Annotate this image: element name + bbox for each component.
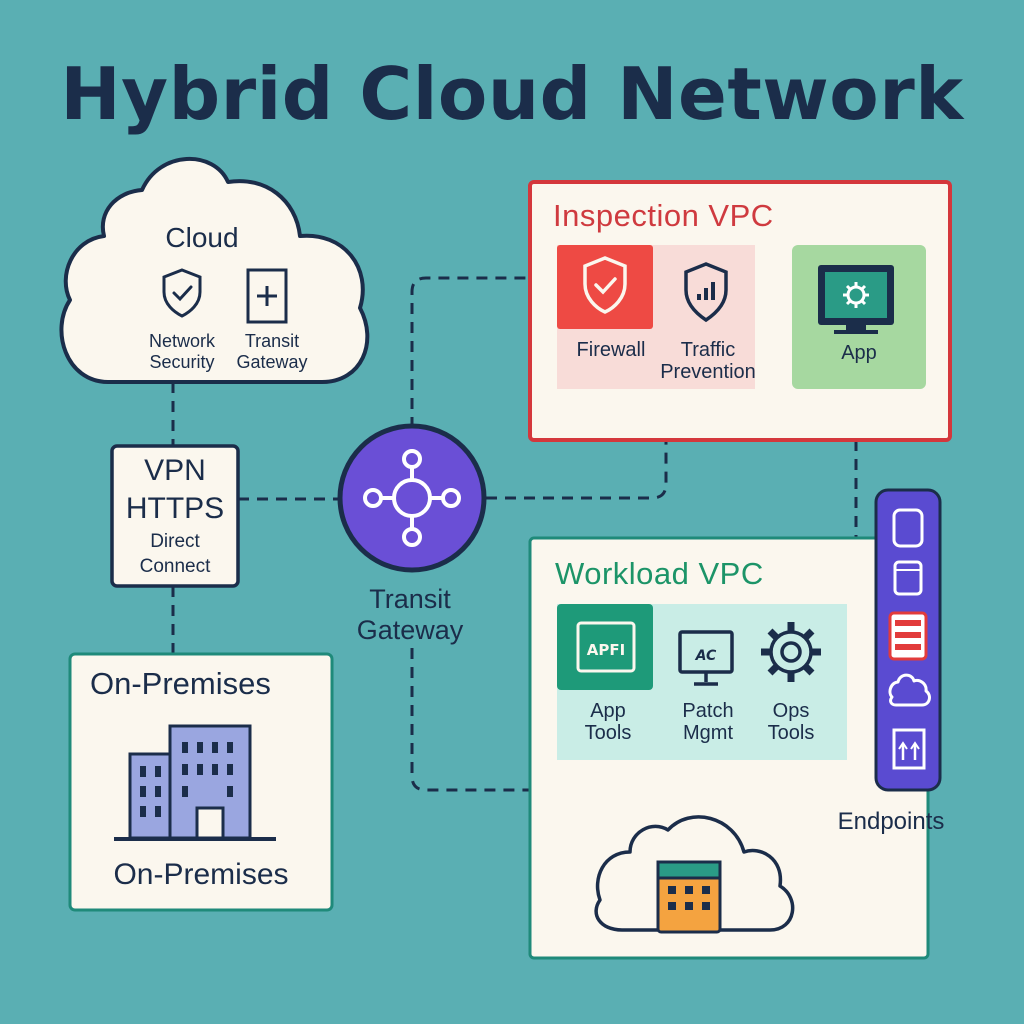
connection-box <box>110 444 240 588</box>
cloud-icon <box>888 673 931 707</box>
app-tools-label-line1: App <box>590 700 626 722</box>
cloud-title: Cloud <box>165 222 239 253</box>
building-icon <box>114 724 276 841</box>
workload-vpc-title: Workload VPC <box>555 556 764 591</box>
transit-gateway-label-line1: Transit <box>369 584 451 614</box>
ops-tools-label: Ops Tools <box>741 700 841 744</box>
direct-connect-label: Direct Connect <box>112 530 238 579</box>
endpoints-label: Endpoints <box>837 808 945 835</box>
on-premises-caption: On-Premises <box>113 858 289 891</box>
gateway-plus-icon <box>246 268 288 324</box>
connector-transit-inspection <box>410 276 530 428</box>
vpn-label: VPN <box>144 454 206 487</box>
ops-tools-label-line1: Ops <box>772 700 810 722</box>
monitor-icon: AC <box>678 630 734 686</box>
app-tools-label: App Tools <box>558 700 658 744</box>
traffic-prevention-label-line2: Prevention <box>660 361 756 383</box>
patch-mgmt-label-line2: Mgmt <box>683 722 733 744</box>
patch-mgmt-label: Patch Mgmt <box>658 700 758 744</box>
ops-tools-label-line2: Tools <box>767 722 815 744</box>
network-security-label-line1: Network <box>148 331 215 351</box>
network-security-label: Network Security <box>132 331 232 372</box>
api-icon: APFI <box>576 621 636 673</box>
transit-gateway-cloud-label: Transit Gateway <box>226 331 318 372</box>
traffic-prevention-label: Traffic Prevention <box>652 339 764 383</box>
shield-chart-icon <box>684 262 728 323</box>
on-premises-heading: On-Premises <box>90 666 271 701</box>
firewall-shield-icon <box>583 256 627 314</box>
monitor-gear-icon <box>818 265 894 334</box>
server-rack-icon <box>888 611 928 661</box>
app-tools-label-line2: Tools <box>584 722 632 744</box>
monitor-icon-label: AC <box>695 648 717 664</box>
transit-gateway-label-line2: Gateway <box>356 615 464 646</box>
transit-gateway-label: Transit Gateway <box>330 584 490 646</box>
https-label: HTTPS <box>125 492 225 525</box>
transit-gateway-cloud-label-line1: Transit <box>244 331 300 351</box>
traffic-prevention-label-line1: Traffic <box>680 339 736 361</box>
cloud-server-icon <box>594 815 795 934</box>
network-security-label-line2: Security <box>149 351 215 372</box>
gear-icon <box>761 622 821 682</box>
hub-icon <box>337 423 487 573</box>
api-icon-label: APFI <box>587 641 625 659</box>
connectors <box>171 276 858 792</box>
direct-connect-line1: Direct <box>150 531 200 552</box>
shield-check-icon <box>162 268 202 318</box>
inspection-vpc-title: Inspection VPC <box>553 198 774 233</box>
connector-transit-workload <box>410 648 530 792</box>
door-icon <box>892 728 926 770</box>
app-tools-tile <box>557 604 653 690</box>
connector-transit-firewall <box>486 438 668 500</box>
cloud-shape <box>59 157 370 384</box>
app-label: App <box>841 342 877 364</box>
firewall-tile <box>557 245 653 329</box>
tablet-icon <box>892 508 924 548</box>
page-title: Hybrid Cloud Network <box>60 52 964 136</box>
direct-connect-line2: Connect <box>139 555 211 577</box>
transit-gateway-cloud-label-line2: Gateway <box>236 351 308 372</box>
phone-icon <box>893 560 923 596</box>
patch-mgmt-label-line1: Patch <box>682 700 734 722</box>
firewall-label: Firewall <box>576 339 646 361</box>
